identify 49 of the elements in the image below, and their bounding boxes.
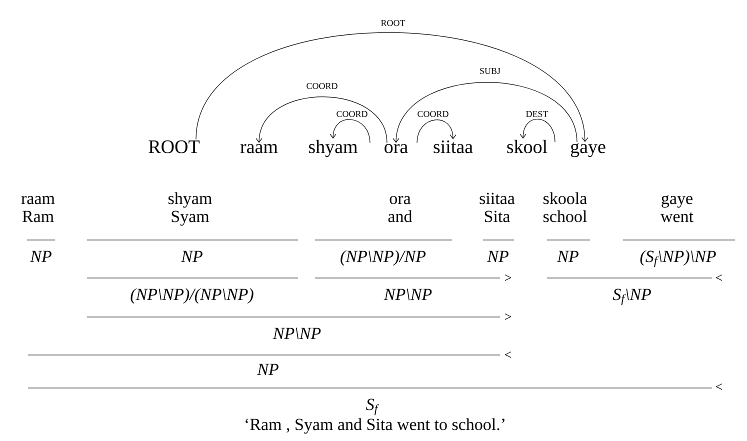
word: skool [507, 140, 548, 154]
word: ora [390, 196, 411, 204]
word: siitaa [480, 192, 515, 204]
combinator-mark: > [505, 314, 512, 320]
word: Ram [22, 210, 54, 222]
word: gaye [662, 195, 692, 208]
category-label: S$_{f}$\NP [612, 288, 651, 306]
dependency-arc [330, 119, 370, 144]
category-label: NP [30, 250, 52, 262]
combinator-mark: > [505, 274, 512, 281]
word: Sita [484, 210, 510, 222]
word: and [388, 210, 412, 222]
category-label: (NP\NP)/NP [340, 250, 426, 266]
edge-label: ROOT [380, 18, 406, 28]
edge-label: COORD [335, 110, 369, 118]
category-label: (S$_{f}$\NP)\NP [640, 250, 716, 268]
dependency-arc [520, 118, 556, 142]
word: ROOT [148, 140, 200, 154]
word: ora [384, 144, 408, 154]
word: Syam [172, 210, 210, 226]
word: skoola [544, 192, 587, 204]
category-label: (NP\NP)/(NP\NP) [130, 288, 254, 304]
edge-label: COORD [416, 110, 450, 118]
dependency-arc [256, 96, 388, 144]
word: shyam [308, 140, 358, 158]
edge-label: SUBJ [478, 66, 502, 76]
category-label: NP\NP [272, 328, 321, 340]
word: gaye [570, 143, 606, 158]
word: school [544, 210, 587, 222]
word: raam [21, 196, 55, 204]
word: shyam [168, 192, 212, 208]
word: went [660, 212, 694, 222]
dependency-arc [196, 32, 588, 142]
category-label: NP [487, 250, 508, 262]
word: raam [240, 144, 278, 154]
combinator-mark: < [504, 352, 512, 358]
edge-label: COORD [305, 82, 339, 90]
category-label: NP [257, 364, 278, 375]
category-label: NP [557, 250, 578, 262]
combinator-mark: < [716, 384, 722, 390]
combinator-mark: < [716, 274, 722, 281]
category-label: S$_{f}$ [366, 398, 380, 416]
edge-label: DEST [524, 110, 550, 118]
caption: ‘Ram , Syam and Sita went to school.’ [246, 418, 504, 434]
dependency-arc [392, 82, 578, 143]
dependency-arc [416, 120, 456, 144]
category-label: NP [181, 250, 202, 262]
category-label: NP\NP [384, 288, 432, 300]
word: siitaa [434, 140, 473, 154]
